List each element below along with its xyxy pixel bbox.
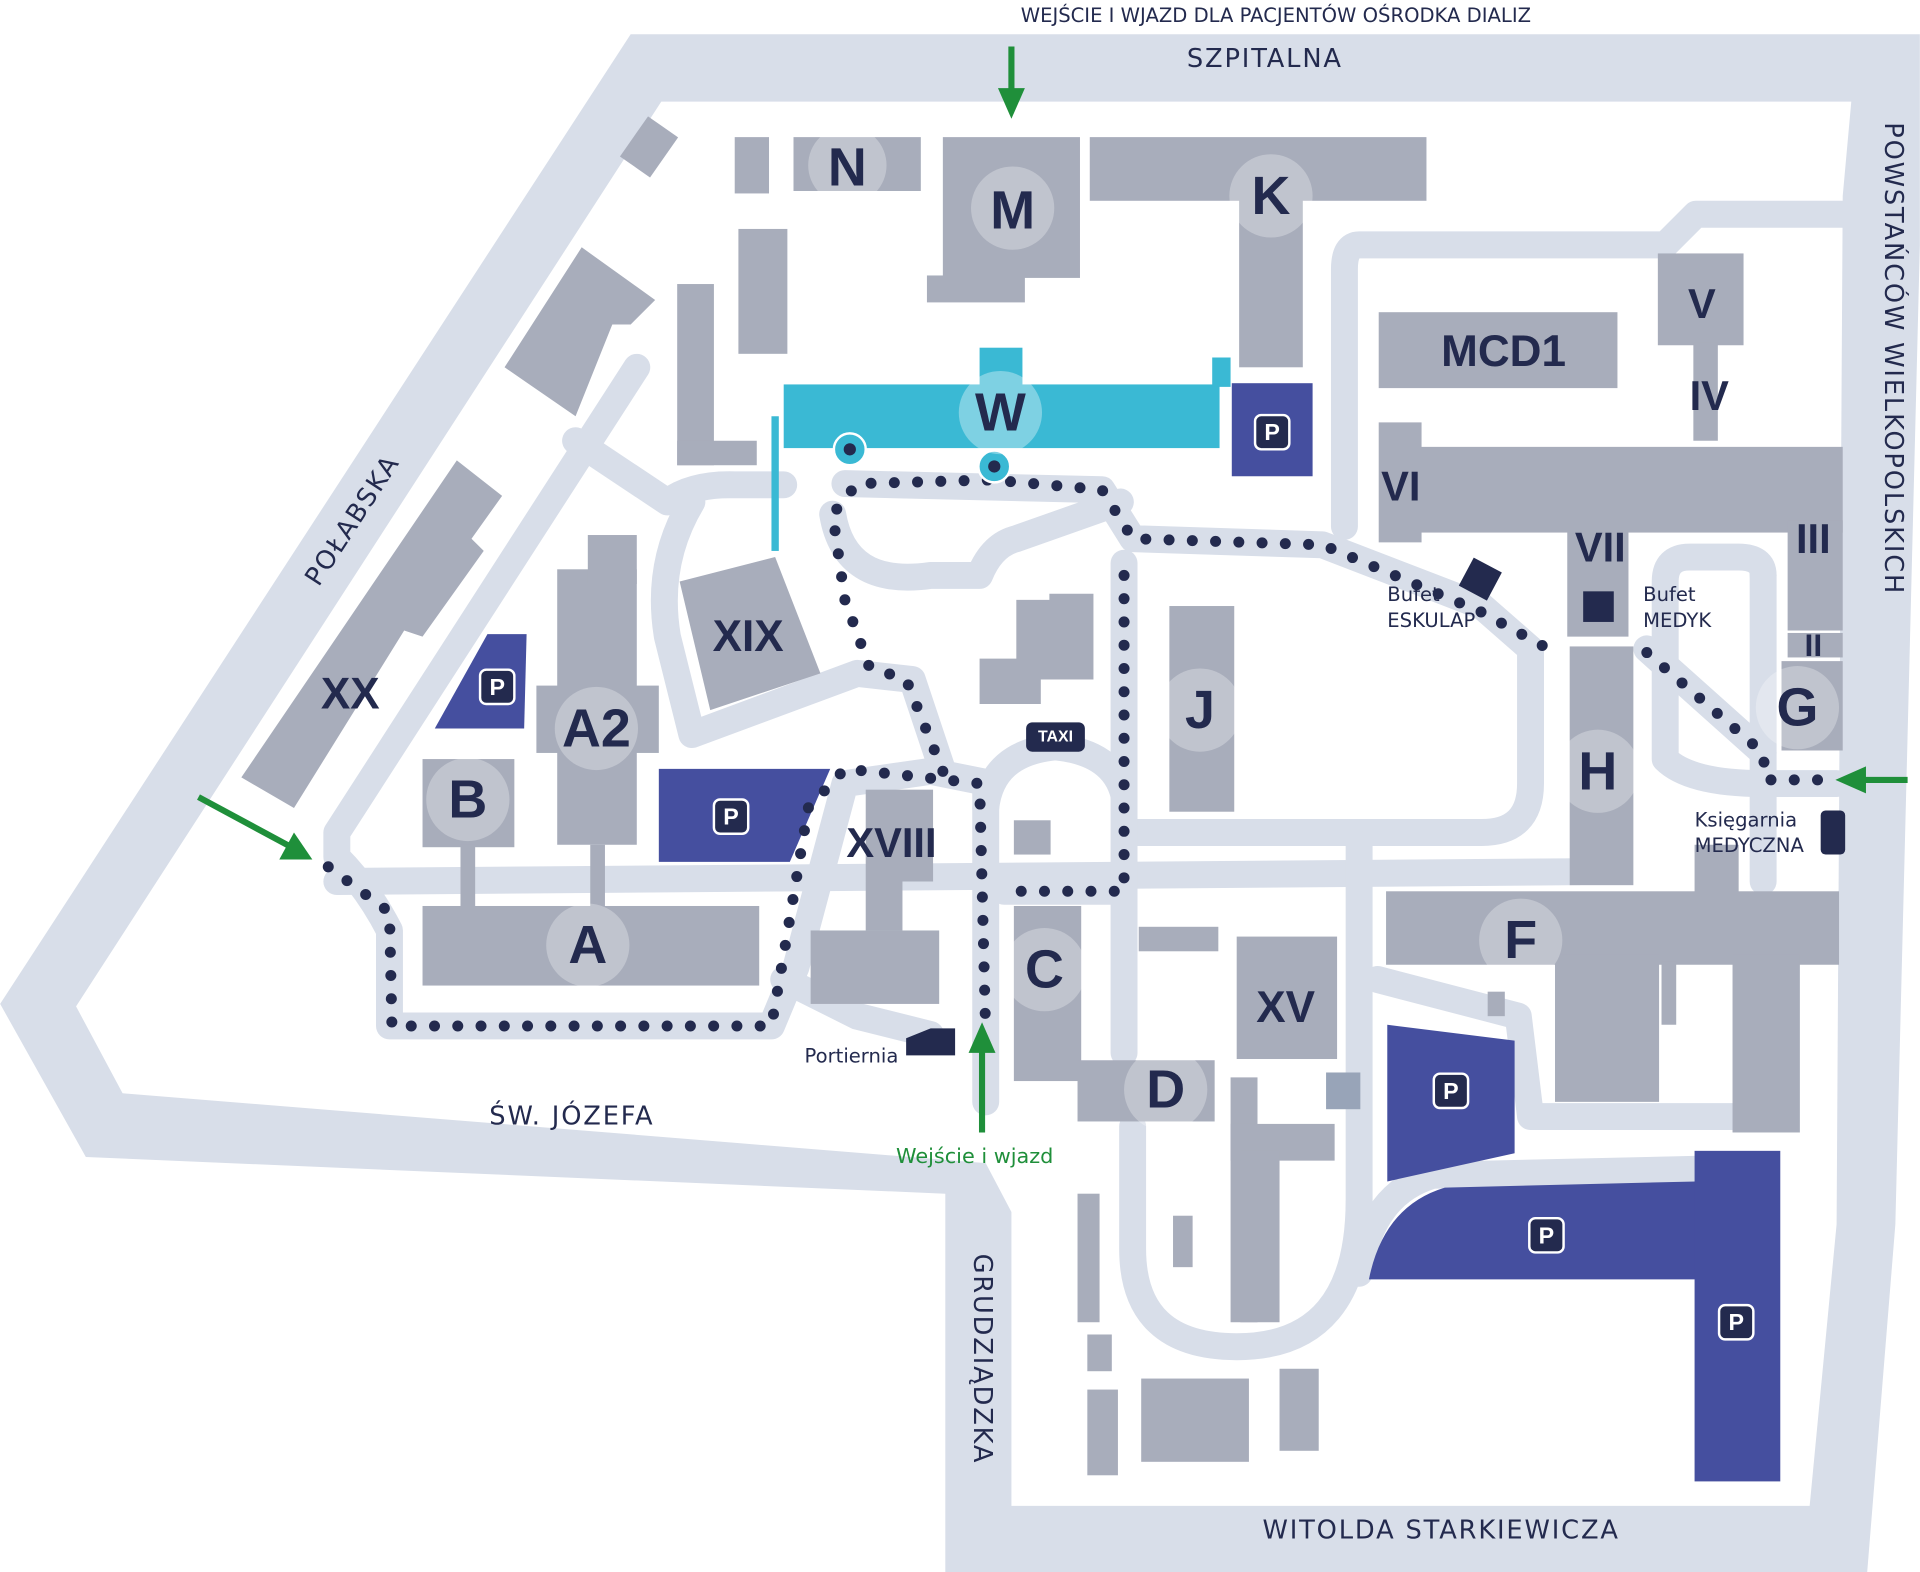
svg-text:P: P — [723, 804, 739, 830]
svg-text:P: P — [1443, 1078, 1459, 1104]
building-xx-label: XX — [321, 670, 380, 719]
svg-text:P: P — [1264, 419, 1280, 445]
parking-sign: P — [1253, 413, 1291, 451]
street-witolda-starkiewicza: WITOLDA STARKIEWICZA — [1262, 1515, 1619, 1545]
taxi-sign: TAXI — [1026, 722, 1085, 752]
main-entrance-label: Wejście i wjazd — [896, 1144, 1053, 1168]
building-v-label: V — [1688, 280, 1716, 327]
ksiegarnia-label-1: Księgarnia — [1695, 808, 1797, 831]
parking-sign: P — [478, 668, 516, 706]
building-mcd1-label: MCD1 — [1441, 327, 1566, 376]
building-xv-label: XV — [1256, 983, 1315, 1032]
building-h-label: H — [1578, 741, 1617, 801]
building-m-label: M — [990, 181, 1035, 241]
street-powstancow-wielkopolskich: POWSTAŃCÓW WIELKOPOLSKICH — [1878, 122, 1910, 595]
dialysis-entrance-note: WEJŚCIE I WJAZD DLA PACJENTÓW OŚRODKA DI… — [1021, 3, 1531, 27]
building-f-label: F — [1504, 910, 1537, 970]
bufet-eskulap-label-2: ESKULAP — [1387, 609, 1475, 632]
building-a-label: A — [568, 915, 607, 975]
bufet-medyk-label-1: Bufet — [1643, 583, 1696, 606]
building-j-label: J — [1185, 680, 1215, 740]
parking-sign: P — [1432, 1072, 1470, 1110]
building-labels: N M K W MCD1 V IV VI VII III II G H F XX… — [321, 126, 1840, 1132]
svg-text:P: P — [489, 674, 505, 700]
street-szpitalna: SZPITALNA — [1187, 44, 1343, 74]
building-n-label: N — [828, 138, 867, 198]
entrance-arrow-icon — [997, 46, 1025, 119]
entrance-arrows — [197, 46, 1908, 1133]
entrance-arrow-icon — [197, 794, 313, 860]
entrance-arrow-icon — [1835, 766, 1908, 794]
building-iv-label: IV — [1690, 372, 1730, 419]
building-vii-label: VII — [1575, 524, 1626, 571]
bufet-eskulap-label-1: Bufet — [1387, 583, 1440, 606]
bufet-eskulap-icon — [1458, 557, 1502, 601]
walking-route — [322, 474, 1830, 1041]
building-c-label: C — [1025, 940, 1064, 1000]
svg-text:P: P — [1728, 1309, 1744, 1335]
building-w-label: W — [975, 383, 1026, 443]
buildings — [241, 116, 1843, 1476]
svg-text:P: P — [1539, 1222, 1555, 1248]
building-b-label: B — [448, 769, 487, 829]
building-k-label: K — [1252, 166, 1291, 226]
entrance-arrow-icon — [968, 1022, 996, 1133]
building-xix-label: XIX — [713, 612, 784, 661]
portiernia-label: Portiernia — [805, 1045, 899, 1068]
building-xviii-label: XVIII — [846, 819, 936, 866]
building-ii-label: II — [1804, 627, 1822, 663]
building-d-label: D — [1146, 1060, 1185, 1120]
svg-text:TAXI: TAXI — [1038, 729, 1073, 746]
parking-sign: P — [712, 798, 750, 835]
location-markers — [832, 432, 1012, 484]
ksiegarnia-icon — [1820, 810, 1846, 855]
bufet-medyk-icon — [1583, 591, 1614, 622]
building-iii-label: III — [1796, 515, 1831, 562]
building-g-label: G — [1776, 678, 1818, 738]
place-notes: WEJŚCIE I WJAZD DLA PACJENTÓW OŚRODKA DI… — [805, 3, 1805, 1168]
street-grudziadzka: GRUDZIĄDZKA — [967, 1254, 997, 1465]
parking-signs: P P P P P P — [478, 413, 1755, 1341]
building-w-highlight — [771, 347, 1231, 551]
portiernia-icon — [906, 1028, 956, 1056]
ksiegarnia-label-2: MEDYCZNA — [1695, 834, 1805, 857]
bufet-medyk-label-2: MEDYK — [1643, 609, 1712, 632]
parking-sign: P — [1717, 1303, 1755, 1341]
building-vi-label: VI — [1381, 463, 1420, 510]
building-a2-label: A2 — [562, 698, 631, 758]
parking-sign: P — [1528, 1216, 1565, 1254]
street-sw-jozefa: ŚW. JÓZEFA — [489, 1100, 654, 1132]
